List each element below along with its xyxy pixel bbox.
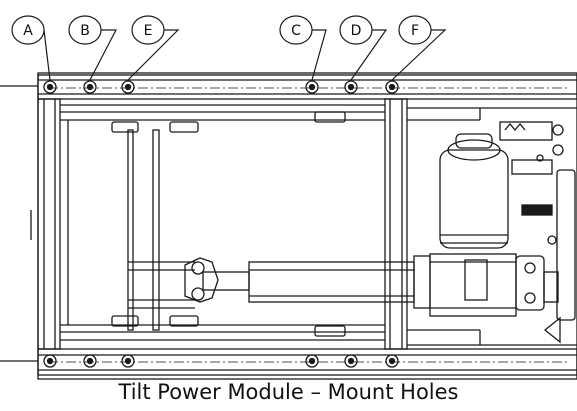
balloon-f-label: F bbox=[411, 23, 419, 39]
outer-frame bbox=[37, 72, 577, 380]
balloon-f: F bbox=[391, 15, 447, 81]
corner-bracket bbox=[543, 316, 561, 344]
balloon-d: D bbox=[339, 15, 388, 81]
balloon-b: B bbox=[68, 15, 117, 81]
bottom-rail bbox=[37, 331, 577, 376]
balloon-a: A bbox=[11, 15, 51, 81]
top-rail bbox=[37, 74, 577, 113]
mount-screws-top bbox=[43, 80, 399, 94]
balloon-e: E bbox=[127, 15, 180, 81]
balloon-a-label: A bbox=[23, 23, 33, 39]
balloon-b-label: B bbox=[80, 23, 90, 39]
pivot-rods bbox=[111, 111, 346, 337]
middle-rail bbox=[384, 98, 408, 350]
linear-actuator bbox=[128, 257, 415, 309]
cad-drawing: A B E C D F bbox=[0, 15, 577, 380]
balloon-c-label: C bbox=[291, 23, 301, 39]
mount-screws-bottom bbox=[43, 354, 399, 368]
actuator-motor bbox=[413, 133, 559, 317]
left-rail bbox=[30, 98, 61, 350]
control-board bbox=[499, 121, 576, 321]
balloon-d-label: D bbox=[351, 23, 362, 39]
figure-caption: Tilt Power Module – Mount Holes bbox=[118, 380, 459, 404]
right-compartment bbox=[407, 107, 577, 346]
balloon-c: C bbox=[279, 15, 327, 81]
balloon-e-label: E bbox=[144, 23, 153, 39]
